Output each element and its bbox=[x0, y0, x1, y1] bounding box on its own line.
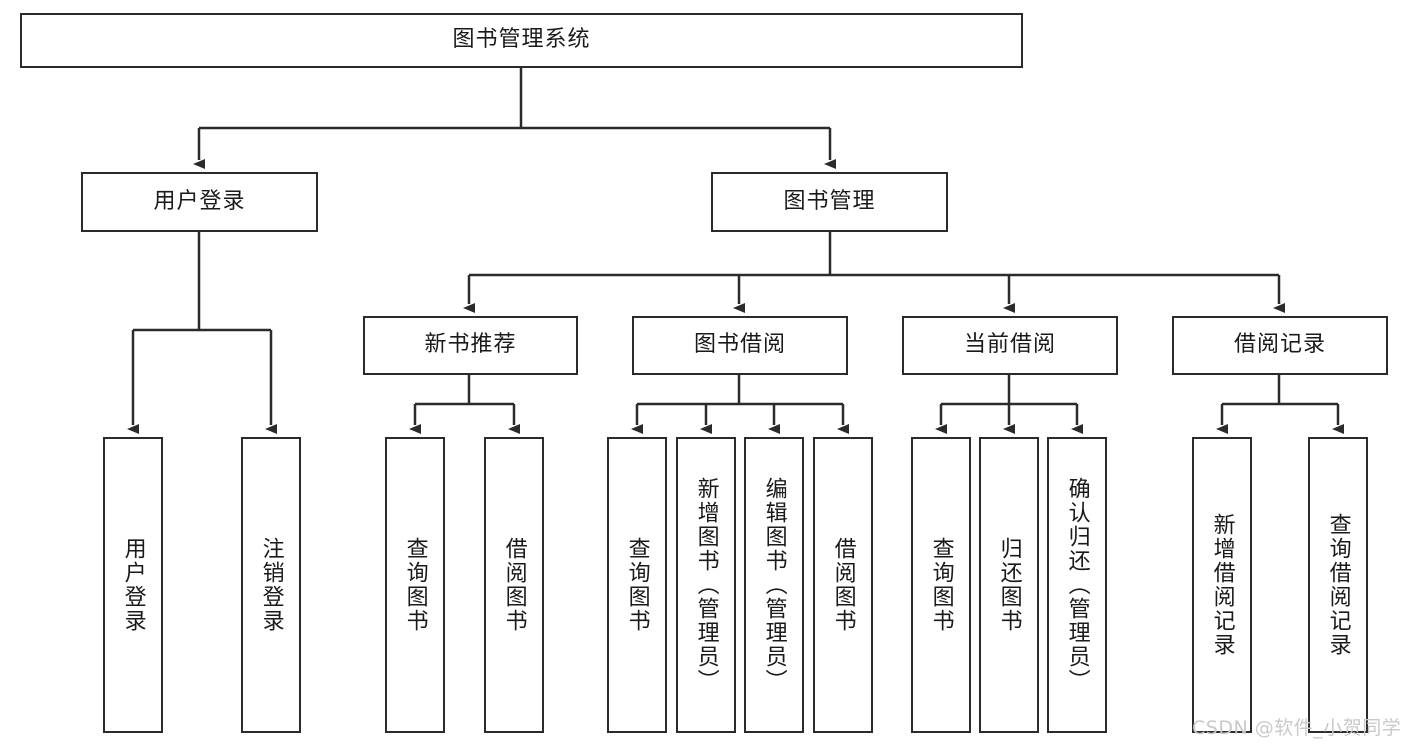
leaf-current-borrow-query-book[interactable]: 查询图书 bbox=[911, 437, 971, 733]
leaf-label: 注销登录 bbox=[258, 537, 284, 633]
leaf-label: 查询图书 bbox=[624, 537, 650, 633]
leaf-label: 归还图书 bbox=[996, 537, 1022, 633]
node-current-borrow[interactable]: 当前借阅 bbox=[902, 316, 1118, 375]
node-user-login[interactable]: 用户登录 bbox=[81, 172, 318, 232]
leaf-label: 查询图书 bbox=[402, 537, 428, 633]
leaf-label: 用户登录 bbox=[120, 537, 146, 633]
leaf-user-login-login[interactable]: 用户登录 bbox=[103, 437, 163, 733]
leaf-borrow-record-query-record[interactable]: 查询借阅记录 bbox=[1308, 437, 1368, 733]
leaf-label: 新增图书（管理员） bbox=[693, 477, 719, 693]
leaf-book-borrow-borrow-book[interactable]: 借阅图书 bbox=[813, 437, 873, 733]
leaf-borrow-record-add-record[interactable]: 新增借阅记录 bbox=[1192, 437, 1252, 733]
leaf-label: 新增借阅记录 bbox=[1209, 513, 1235, 657]
leaf-label: 借阅图书 bbox=[501, 537, 527, 633]
leaf-book-borrow-edit-book-admin[interactable]: 编辑图书（管理员） bbox=[744, 437, 804, 733]
leaf-book-borrow-query-book[interactable]: 查询图书 bbox=[607, 437, 667, 733]
leaf-user-login-logout[interactable]: 注销登录 bbox=[241, 437, 301, 733]
leaf-label: 查询图书 bbox=[928, 537, 954, 633]
leaf-current-borrow-return-book[interactable]: 归还图书 bbox=[979, 437, 1039, 733]
leaf-book-borrow-add-book-admin[interactable]: 新增图书（管理员） bbox=[676, 437, 736, 733]
leaf-label: 编辑图书（管理员） bbox=[761, 477, 787, 693]
leaf-new-book-query-book[interactable]: 查询图书 bbox=[385, 437, 445, 733]
csdn-watermark: CSDN @软件_小贺同学 bbox=[1192, 717, 1402, 739]
node-root-book-management-system[interactable]: 图书管理系统 bbox=[20, 13, 1023, 68]
leaf-label: 确认归还（管理员） bbox=[1064, 477, 1090, 693]
leaf-new-book-borrow-book[interactable]: 借阅图书 bbox=[484, 437, 544, 733]
node-new-book-recommend[interactable]: 新书推荐 bbox=[363, 316, 578, 375]
leaf-current-borrow-confirm-return-admin[interactable]: 确认归还（管理员） bbox=[1047, 437, 1107, 733]
node-book-borrow[interactable]: 图书借阅 bbox=[632, 316, 848, 375]
node-borrow-record[interactable]: 借阅记录 bbox=[1172, 316, 1388, 375]
leaf-label: 查询借阅记录 bbox=[1325, 513, 1351, 657]
leaf-label: 借阅图书 bbox=[830, 537, 856, 633]
node-book-management[interactable]: 图书管理 bbox=[711, 172, 948, 232]
